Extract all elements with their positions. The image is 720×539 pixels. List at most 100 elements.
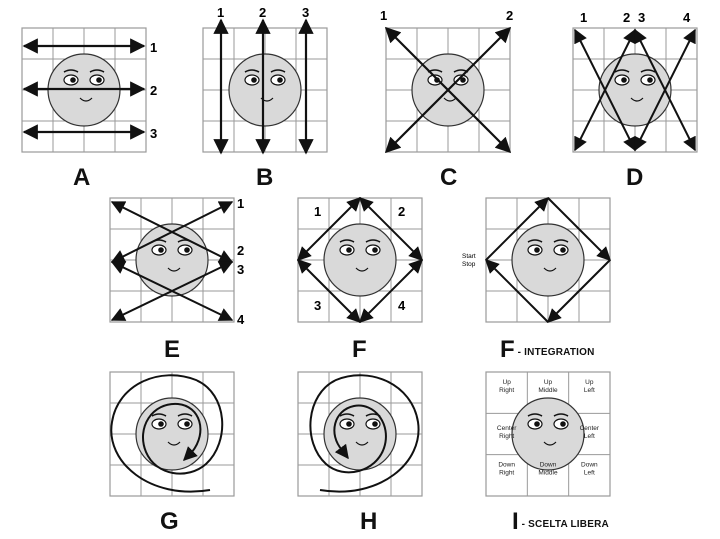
label-letter: A: [73, 164, 91, 191]
eyebrow-icon: [527, 413, 543, 417]
arrow-number: 2: [150, 83, 157, 98]
arrow-2: [384, 26, 512, 154]
arrow: [547, 259, 611, 323]
arrow-3: [297, 259, 361, 323]
arrow-1: [297, 197, 361, 261]
arrow-number: 4: [683, 10, 691, 25]
pupil-icon: [251, 77, 257, 83]
pupil-icon: [534, 247, 540, 253]
panel-c: 1 2: [380, 8, 513, 154]
label-suffix: - INTEGRATION: [517, 347, 595, 358]
panel-label-i: I- SCELTA LIBERA: [512, 510, 609, 537]
arrow-number: 3: [638, 10, 645, 25]
arrow-number: 1: [237, 196, 244, 211]
face: [511, 397, 585, 471]
panel-h: [297, 371, 423, 497]
arrow-number: 4: [237, 312, 245, 327]
stop-label: Stop: [462, 261, 476, 268]
arrow-number: 1: [314, 204, 321, 219]
pupil-icon: [158, 247, 164, 253]
arrow-number: 2: [398, 204, 405, 219]
cell-label: Left: [584, 387, 595, 394]
cell-label: Right: [499, 387, 514, 394]
arrows: [110, 201, 234, 321]
cell-label: Up: [503, 379, 512, 386]
arrow-2: [359, 197, 423, 261]
eyebrow-icon: [553, 413, 569, 417]
face: [511, 223, 585, 297]
arrow-2: [110, 201, 234, 263]
arrow-number: 1: [217, 5, 224, 20]
pupil-icon: [70, 77, 76, 83]
label-letter: E: [164, 336, 181, 363]
label-letter: G: [160, 508, 179, 535]
arrow-number: 3: [314, 298, 321, 313]
face: [228, 53, 302, 127]
pupil-icon: [372, 421, 378, 427]
panel-label-e: E: [164, 338, 180, 362]
arrow-number: 2: [623, 10, 630, 25]
face-circle: [323, 223, 397, 297]
arrow-4: [359, 259, 423, 323]
cell-label: Right: [499, 470, 514, 477]
arrow: [485, 259, 549, 323]
arrow: [485, 197, 549, 261]
arrow-number: 3: [237, 262, 244, 277]
arrows: [297, 197, 423, 323]
panel-d: 1 2 3 4: [572, 10, 698, 153]
spiral: [110, 374, 224, 493]
spiral: [309, 374, 420, 493]
arrows: [213, 18, 314, 155]
arrows: [384, 26, 512, 154]
arrow-4: [110, 261, 234, 321]
arrow-4: [634, 28, 696, 152]
arrow-number: 3: [302, 5, 309, 20]
smile-icon: [543, 267, 557, 272]
cell-label: Down: [498, 462, 515, 469]
pupil-icon: [621, 77, 627, 83]
label-letter: I: [512, 508, 519, 535]
eyebrow-icon: [63, 69, 79, 73]
arrow-number: 1: [380, 8, 387, 23]
label-letter: H: [360, 508, 378, 535]
cell-label: Left: [584, 433, 595, 440]
panel-label-f: F: [352, 338, 367, 362]
arrow-number: 3: [150, 126, 157, 141]
label-letter: B: [256, 164, 274, 191]
arrow-number: 1: [150, 40, 157, 55]
panel-label-g: G: [160, 510, 179, 534]
arrows: [574, 28, 696, 152]
cell-label: Middle: [538, 470, 558, 477]
eyebrow-icon: [553, 239, 569, 243]
pupil-icon: [346, 421, 352, 427]
panel-g: [109, 371, 235, 497]
pupil-icon: [184, 247, 190, 253]
pupil-icon: [560, 421, 566, 427]
face: [135, 397, 209, 471]
eyebrow-icon: [89, 69, 105, 73]
face-circle: [135, 223, 209, 297]
eyebrow-icon: [270, 69, 286, 73]
panel-label-b: B: [256, 166, 273, 190]
panel-e: 1 2 3 4: [109, 196, 245, 327]
arrow: [547, 197, 611, 261]
start-label: Start: [462, 253, 476, 260]
arrow-number: 1: [580, 10, 587, 25]
label-letter: F: [352, 336, 367, 363]
cell-label: Center: [580, 425, 600, 432]
cell-label: Down: [540, 462, 557, 469]
pupil-icon: [560, 247, 566, 253]
cell-label: Up: [544, 379, 553, 386]
label-letter: C: [440, 164, 458, 191]
cell-labels: UpRightUpMiddleUpLeftCenterRightCenterLe…: [497, 379, 600, 477]
pupil-icon: [647, 77, 653, 83]
panel-label-d: D: [626, 166, 643, 190]
eyebrow-icon: [177, 413, 193, 417]
panel-f: 1 2 3 4: [297, 197, 423, 323]
face: [323, 223, 397, 297]
face: [598, 53, 672, 127]
pupil-icon: [534, 421, 540, 427]
face-circle: [511, 223, 585, 297]
face: [135, 223, 209, 297]
cell-label: Center: [497, 425, 517, 432]
